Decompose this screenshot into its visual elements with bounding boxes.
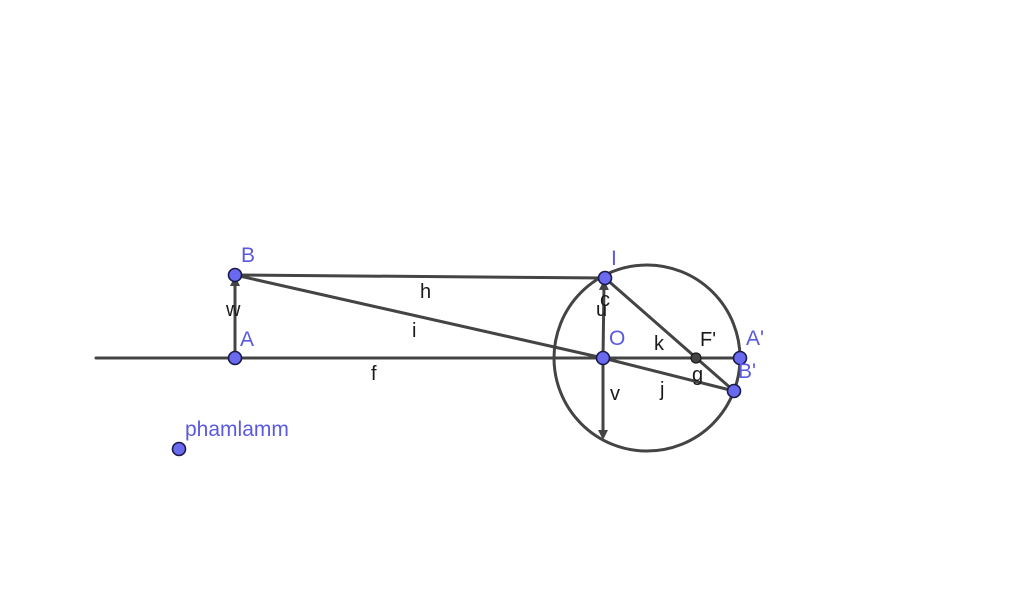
label-A: A <box>240 328 254 351</box>
label-g: g <box>692 364 703 386</box>
label-F-prime: F' <box>700 329 716 351</box>
label-phamlamm: phamlamm <box>185 418 289 441</box>
label-A-prime: A' <box>746 327 764 350</box>
segment-k[interactable] <box>603 276 736 393</box>
point-F-prime[interactable] <box>690 352 702 364</box>
segment-h[interactable] <box>233 273 607 280</box>
label-v: v <box>610 383 620 405</box>
label-h: h <box>420 281 431 303</box>
point-phamlamm[interactable] <box>171 441 187 457</box>
label-I: I <box>611 247 617 270</box>
label-k: k <box>654 333 665 355</box>
label-B: B <box>241 244 255 267</box>
label-w: w <box>225 299 241 321</box>
vector-u[interactable] <box>598 280 609 360</box>
label-c: c <box>600 289 610 311</box>
segment-j[interactable] <box>601 356 736 393</box>
segment-i[interactable] <box>233 273 605 360</box>
point-I[interactable] <box>597 270 613 286</box>
point-B-prime[interactable] <box>726 383 742 399</box>
label-i: i <box>412 320 416 342</box>
point-O[interactable] <box>595 350 611 366</box>
point-B[interactable] <box>227 267 243 283</box>
label-B-prime: B' <box>738 360 756 383</box>
point-A-prime[interactable] <box>732 350 748 366</box>
label-j: j <box>659 379 664 401</box>
point-A[interactable] <box>227 350 243 366</box>
axis-dot <box>646 356 650 360</box>
label-f: f <box>371 363 377 385</box>
label-O: O <box>609 327 625 350</box>
label-u: u <box>596 299 607 321</box>
